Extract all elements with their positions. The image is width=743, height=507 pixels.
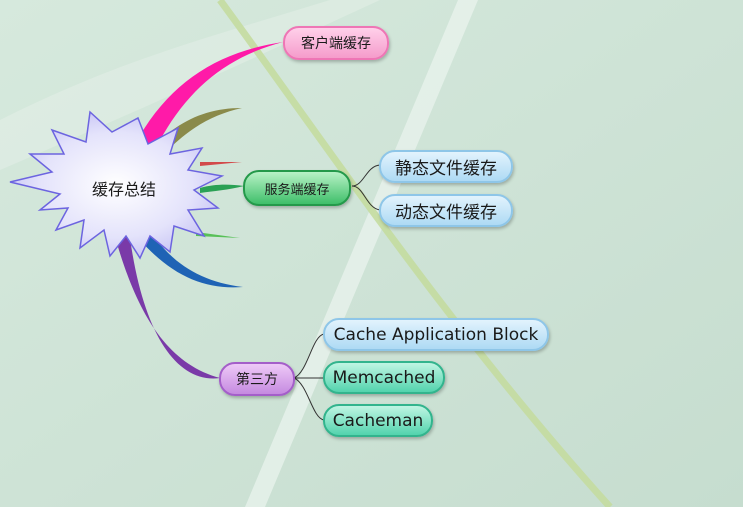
node-client-cache[interactable]: 客户端缓存 — [283, 26, 389, 60]
node-third-party[interactable]: 第三方 — [219, 362, 295, 396]
connector-server-dynamic — [351, 185, 381, 211]
node-cache-application-block[interactable]: Cache Application Block — [323, 318, 549, 351]
node-cacheman[interactable]: Cacheman — [323, 404, 433, 437]
branch-stub-red — [200, 162, 242, 166]
connector-server-static — [351, 164, 381, 187]
node-static-file-cache[interactable]: 静态文件缓存 — [379, 150, 513, 183]
node-memcached[interactable]: Memcached — [323, 361, 445, 394]
background-diagonal-light — [245, 0, 478, 507]
branch-server-cache — [200, 184, 244, 193]
connector-third-cab — [293, 333, 325, 379]
node-server-cache[interactable]: 服务端缓存 — [243, 170, 351, 206]
branch-stub-green — [196, 232, 240, 238]
connector-third-cacheman — [293, 377, 325, 421]
central-node-star[interactable] — [9, 110, 225, 260]
central-node-label: 缓存总结 — [91, 180, 156, 199]
node-dynamic-file-cache[interactable]: 动态文件缓存 — [379, 194, 513, 227]
background-curve — [217, 0, 613, 507]
